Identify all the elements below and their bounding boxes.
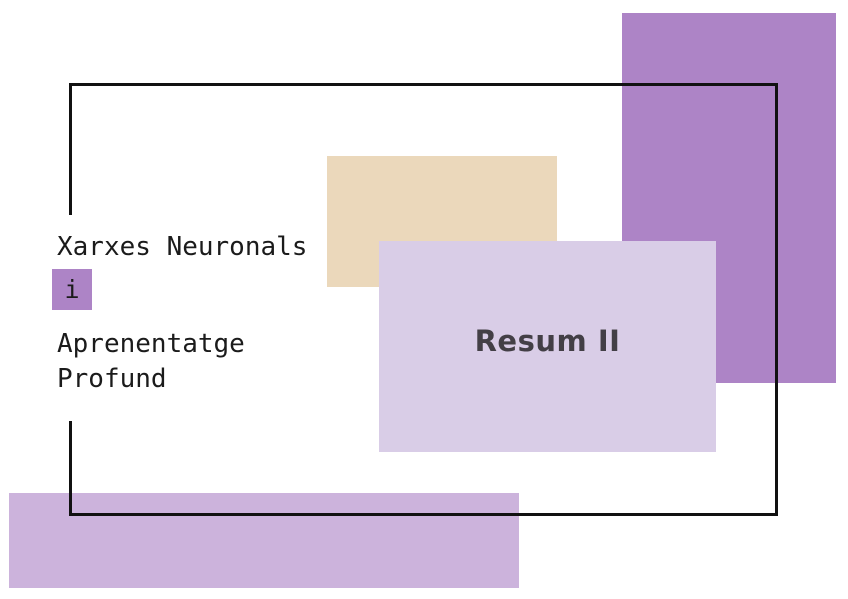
title-conjunction-text: i	[64, 275, 80, 304]
decor-rect-purple-bottom	[9, 493, 519, 588]
frame-bottom-edge	[69, 513, 778, 516]
frame-left-edge-lower	[69, 421, 72, 516]
slide-title-line-1: Xarxes Neuronals	[57, 232, 308, 262]
frame-top-edge	[69, 83, 778, 86]
frame-right-edge	[775, 83, 778, 516]
frame-left-edge-upper	[69, 83, 72, 215]
summary-card-label: Resum II	[474, 323, 621, 358]
title-conjunction-box: i	[52, 269, 92, 310]
summary-card: Resum II	[379, 241, 716, 452]
slide-title-line-2: Aprenentatge	[57, 329, 245, 359]
slide-title-line-3: Profund	[57, 364, 167, 394]
